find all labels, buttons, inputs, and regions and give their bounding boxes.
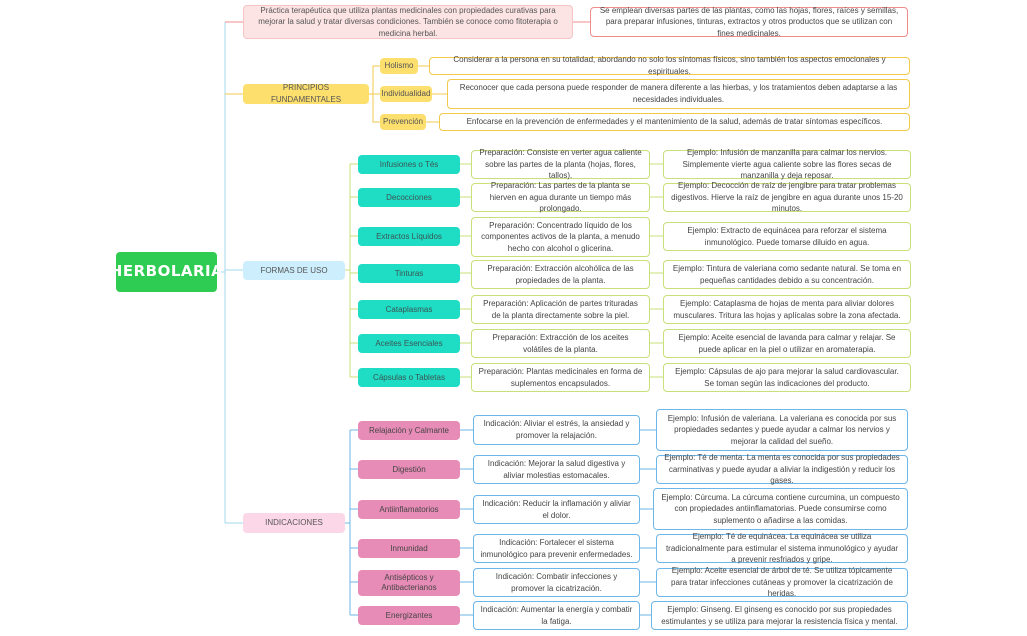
forma-tinturas-example[interactable]: Ejemplo: Tintura de valeriana como sedan… [663, 260, 911, 289]
forma-tinturas-prep[interactable]: Preparación: Extracción alcohólica de la… [471, 260, 650, 289]
indicacion-energizantes-example[interactable]: Ejemplo: Ginseng. El ginseng es conocido… [651, 601, 908, 630]
forma-aceites-example[interactable]: Ejemplo: Aceite esencial de lavanda para… [663, 329, 911, 358]
principio-holismo-desc[interactable]: Considerar a la persona en su totalidad,… [429, 55, 910, 76]
indicacion-relajacion-example[interactable]: Ejemplo: Infusión de valeriana. La valer… [656, 409, 908, 451]
definition-detail-box[interactable]: Se emplean diversas partes de las planta… [590, 6, 908, 38]
principio-prevencion[interactable]: Prevención [380, 114, 426, 130]
principio-individualidad-desc[interactable]: Reconocer que cada persona puede respond… [447, 79, 910, 109]
definition-box[interactable]: Práctica terapéutica que utiliza plantas… [243, 5, 573, 39]
forma-decocciones-prep[interactable]: Preparación: Las partes de la planta se … [471, 181, 650, 213]
indicacion-inmunidad-ind[interactable]: Indicación: Fortalecer el sistema inmuno… [473, 534, 640, 563]
forma-aceites-prep[interactable]: Preparación: Extracción de los aceites v… [471, 329, 650, 358]
connector-principios-branch [369, 65, 380, 123]
root-topic[interactable]: HERBOLARIA [110, 252, 223, 292]
connector-formas-prep [460, 163, 471, 378]
forma-capsulas[interactable]: Cápsulas o Tabletas [358, 368, 460, 387]
indicacion-antisepticos[interactable]: Antisépticos y Antibacterianos [358, 570, 460, 596]
principio-individualidad[interactable]: Individualidad [380, 86, 432, 102]
indicacion-antiinflamatorios[interactable]: Antiinflamatorios [358, 500, 460, 519]
indicacion-inmunidad[interactable]: Inmunidad [358, 539, 460, 558]
indicaciones-title[interactable]: INDICACIONES [243, 513, 345, 533]
indicacion-antisepticos-ind[interactable]: Indicación: Combatir infecciones y promo… [473, 568, 640, 597]
forma-extractos[interactable]: Extractos Líquidos [358, 227, 460, 246]
indicacion-antiinflamatorios-ind[interactable]: Indicación: Reducir la inflamación y ali… [473, 495, 640, 524]
forma-extractos-example[interactable]: Ejemplo: Extracto de equinácea para refo… [663, 222, 911, 251]
connector-indicaciones-example [640, 429, 656, 616]
indicacion-energizantes[interactable]: Energizantes [358, 606, 460, 625]
indicacion-relajacion-ind[interactable]: Indicación: Aliviar el estrés, la ansied… [473, 415, 640, 445]
formas-title[interactable]: FORMAS DE USO [243, 261, 345, 280]
connector-formas-branch [345, 163, 358, 378]
connector-formas-example [650, 163, 663, 378]
forma-capsulas-prep[interactable]: Preparación: Plantas medicinales en form… [471, 363, 650, 392]
forma-tinturas[interactable]: Tinturas [358, 264, 460, 283]
forma-cataplasmas[interactable]: Cataplasmas [358, 300, 460, 319]
forma-decocciones[interactable]: Decocciones [358, 188, 460, 207]
connector-indicaciones-ind [460, 429, 473, 616]
connector-principios-leaf [418, 65, 447, 123]
indicacion-digestion-ind[interactable]: Indicación: Mejorar la salud digestiva y… [473, 455, 640, 484]
indicacion-digestion[interactable]: Digestión [358, 460, 460, 479]
connector-indicaciones-branch [345, 429, 358, 616]
principios-title[interactable]: PRINCIPIOS FUNDAMENTALES [243, 83, 369, 104]
indicacion-antiinflamatorios-example[interactable]: Ejemplo: Cúrcuma. La cúrcuma contiene cu… [653, 488, 908, 530]
forma-extractos-prep[interactable]: Preparación: Concentrado líquido de los … [471, 217, 650, 257]
principio-prevencion-desc[interactable]: Enfocarse en la prevención de enfermedad… [439, 113, 910, 131]
forma-capsulas-example[interactable]: Ejemplo: Cápsulas de ajo para mejorar la… [663, 363, 911, 392]
indicacion-energizantes-ind[interactable]: Indicación: Aumentar la energía y combat… [473, 601, 640, 630]
indicacion-inmunidad-example[interactable]: Ejemplo: Té de equinácea. La equinácea s… [656, 532, 908, 564]
indicacion-digestion-example[interactable]: Ejemplo: Té de menta. La menta es conoci… [656, 453, 908, 485]
forma-infusiones-prep[interactable]: Preparación: Consiste en verter agua cal… [471, 148, 650, 180]
forma-cataplasmas-example[interactable]: Ejemplo: Cataplasma de hojas de menta pa… [663, 295, 911, 324]
indicacion-relajacion[interactable]: Relajación y Calmante [358, 421, 460, 440]
forma-aceites[interactable]: Aceites Esenciales [358, 334, 460, 353]
principio-holismo[interactable]: Holismo [380, 58, 418, 74]
forma-decocciones-example[interactable]: Ejemplo: Decocción de raíz de jengibre p… [663, 181, 911, 213]
forma-infusiones-example[interactable]: Ejemplo: Infusión de manzanilla para cal… [663, 148, 911, 180]
indicacion-antisepticos-example[interactable]: Ejemplo: Aceite esencial de árbol de té.… [656, 566, 908, 598]
forma-infusiones[interactable]: Infusiones o Tés [358, 155, 460, 174]
forma-cataplasmas-prep[interactable]: Preparación: Aplicación de partes tritur… [471, 295, 650, 324]
